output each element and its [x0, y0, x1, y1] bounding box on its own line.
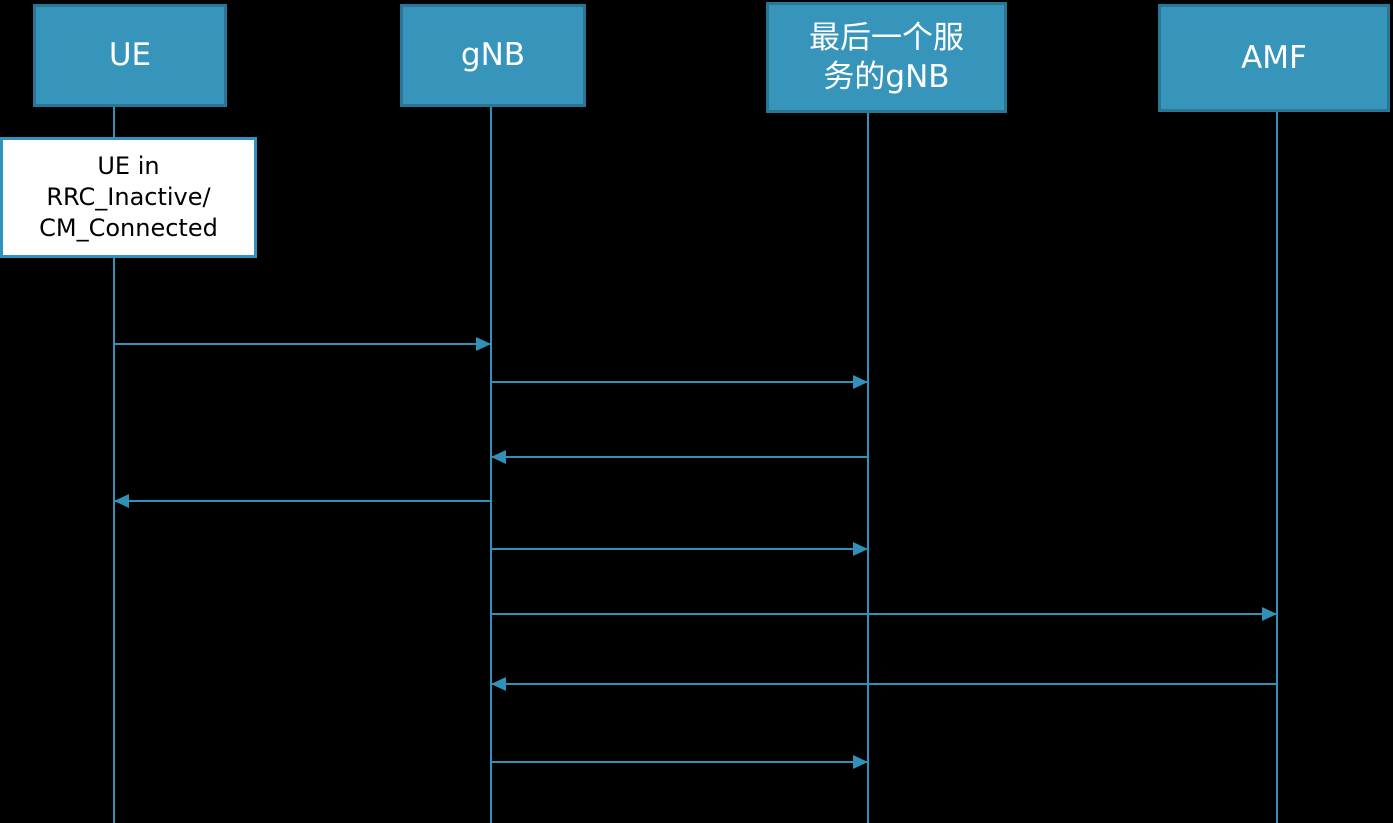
actor-label-amf: AMF: [1241, 39, 1307, 76]
arrowhead-icon: [853, 375, 868, 389]
message-arrow-gnb-to-last_gnb: [491, 381, 868, 383]
arrowhead-icon: [491, 677, 506, 691]
actor-box-gnb: gNB: [400, 4, 586, 107]
arrowhead-icon: [1262, 607, 1277, 621]
actor-label-gnb: gNB: [460, 37, 526, 74]
message-arrow-amf-to-gnb: [491, 683, 1277, 685]
arrowhead-icon: [491, 450, 506, 464]
lifeline-last_gnb: [867, 113, 869, 823]
actor-label-ue: UE: [108, 37, 152, 74]
actor-box-amf: AMF: [1158, 4, 1390, 112]
ue-state-note: UE in RRC_Inactive/ CM_Connected: [0, 137, 257, 258]
message-arrow-ue-to-gnb: [114, 343, 491, 345]
message-arrow-gnb-to-last_gnb: [491, 548, 868, 550]
arrowhead-icon: [476, 337, 491, 351]
ue-state-note-text: UE in RRC_Inactive/ CM_Connected: [39, 151, 218, 243]
actor-label-last-serving-gnb: 最后一个服 务的gNB: [809, 19, 964, 95]
arrowhead-icon: [853, 542, 868, 556]
message-arrow-gnb-to-ue: [114, 500, 491, 502]
lifeline-ue: [113, 107, 115, 823]
message-arrow-last_gnb-to-gnb: [491, 456, 868, 458]
lifeline-amf: [1276, 112, 1278, 823]
message-arrow-gnb-to-amf: [491, 613, 1277, 615]
lifeline-gnb: [490, 107, 492, 823]
arrowhead-icon: [114, 494, 129, 508]
message-arrow-gnb-to-last_gnb: [491, 761, 868, 763]
actor-box-ue: UE: [33, 4, 227, 107]
actor-box-last-serving-gnb: 最后一个服 务的gNB: [766, 2, 1007, 113]
arrowhead-icon: [853, 755, 868, 769]
